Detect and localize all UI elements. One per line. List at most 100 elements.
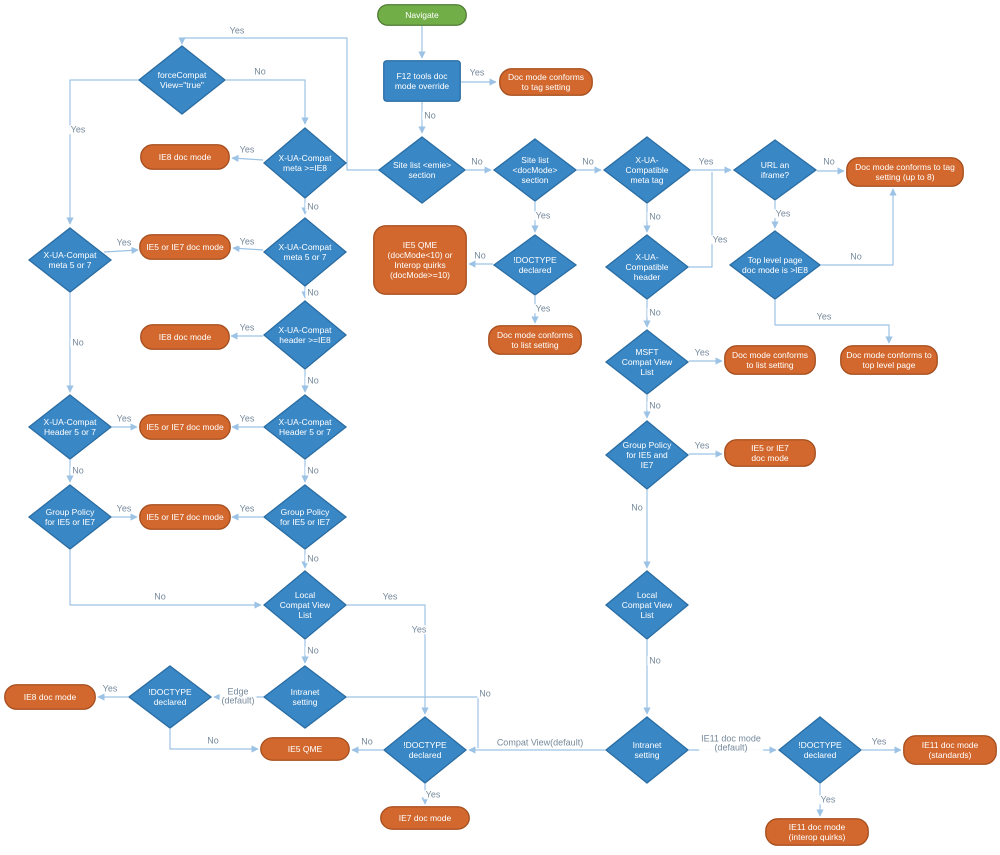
edge-label-d_gpL-t_ie57d: Yes bbox=[114, 503, 134, 514]
node-d_intraR: Intranet setting bbox=[604, 716, 690, 784]
edge-label-d_gpM-d_lcvlM: No bbox=[305, 553, 321, 564]
terminal-shape bbox=[724, 439, 816, 467]
node-t_ie57a: IE5 or IE7 doc mode bbox=[139, 234, 231, 260]
edge-label-d_lcvlR-d_intraR: No bbox=[647, 655, 663, 666]
edge-label-d_dtL-t_qme: No bbox=[205, 735, 221, 746]
edge-label-d_emie-d_docmode: No bbox=[469, 156, 485, 167]
node-d_dt1: !DOCTYPE declared bbox=[492, 234, 578, 296]
edge-label-d_docmode-d_dt1: Yes bbox=[533, 210, 553, 221]
edge-d_xuahdr-d_iframe bbox=[689, 172, 713, 268]
node-t_ie57b: IE5 or IE7 doc mode bbox=[139, 414, 231, 440]
node-d_hdr57L: X-UA-Compat Header 5 or 7 bbox=[27, 394, 113, 460]
node-d_msft: MSFT Compat View List bbox=[604, 329, 690, 395]
decision-shape bbox=[262, 127, 348, 199]
edge-label-d_dtR-t_ie11std: Yes bbox=[869, 736, 889, 747]
terminal-shape bbox=[840, 345, 938, 375]
decision-shape bbox=[604, 570, 690, 640]
edge-label-d_dtR-t_ie11iq: Yes bbox=[818, 794, 838, 805]
edge-label-d_toplvl-t_toplvl: Yes bbox=[814, 311, 834, 322]
terminal-shape bbox=[139, 504, 231, 530]
start-shape bbox=[377, 4, 467, 26]
node-t_ie8b: IE8 doc mode bbox=[140, 324, 230, 350]
node-d_meta8: X-UA-Compat meta >=IE8 bbox=[262, 127, 348, 199]
edge-label-d_metatag-d_iframe: Yes bbox=[696, 156, 716, 167]
edge-label-d_hdr57L-t_ie57b: Yes bbox=[114, 413, 134, 424]
edge-d_meta57M-t_ie57a bbox=[232, 244, 264, 253]
decision-shape bbox=[777, 716, 863, 784]
node-d_meta57M: X-UA-Compat meta 5 or 7 bbox=[262, 217, 348, 287]
decision-shape bbox=[262, 300, 348, 370]
edge-d_gpL-d_lcvlM bbox=[69, 550, 262, 609]
edge-label-d_intraR-d_dtR: IE11 doc mode (default) bbox=[699, 733, 763, 754]
edge-d_meta8-t_ie8a bbox=[231, 154, 264, 163]
decision-shape bbox=[127, 665, 213, 729]
edge-d_force-d_meta57L bbox=[66, 79, 138, 225]
terminal-shape bbox=[724, 345, 816, 375]
terminal-shape bbox=[373, 225, 467, 295]
node-d_meta57L: X-UA-Compat meta 5 or 7 bbox=[27, 227, 113, 293]
edge-label-d_msft-t_list2: Yes bbox=[692, 347, 712, 358]
terminal-shape bbox=[765, 818, 869, 846]
node-t_qmebig: IE5 QME (docMode<10) or Interop quirks (… bbox=[373, 225, 467, 295]
terminal-shape bbox=[488, 325, 582, 355]
edge-label-d_meta8-d_meta57M: No bbox=[305, 201, 321, 212]
edge-d_dtL-t_qme bbox=[169, 729, 259, 753]
terminal-shape bbox=[140, 144, 230, 170]
edge-label-d_hdr8-t_ie8b: Yes bbox=[237, 322, 257, 333]
decision-shape bbox=[262, 570, 348, 640]
node-t_ie57c: IE5 or IE7 doc mode bbox=[724, 439, 816, 467]
node-d_gpL: Group Policy for IE5 or IE7 bbox=[27, 484, 113, 550]
node-t_tag: Doc mode conforms to tag setting bbox=[499, 68, 593, 96]
decision-shape bbox=[728, 230, 822, 300]
node-t_list1: Doc mode conforms to list setting bbox=[488, 325, 582, 355]
decision-shape bbox=[377, 136, 467, 204]
node-t_ie11std: IE11 doc mode (standards) bbox=[903, 735, 997, 765]
edge-label-d_iframe-d_toplvl: Yes bbox=[773, 208, 793, 219]
edge-label-d_emie-d_force: Yes bbox=[227, 25, 247, 36]
edge-label-f12-t_tag: Yes bbox=[467, 67, 487, 78]
edge-label-d_meta57M-d_hdr8: No bbox=[305, 287, 321, 298]
node-t_toplvl: Doc mode conforms to top level page bbox=[840, 345, 938, 375]
terminal-shape bbox=[380, 806, 470, 830]
decision-shape bbox=[262, 217, 348, 287]
decision-shape bbox=[27, 394, 113, 460]
decision-shape bbox=[604, 234, 690, 300]
decision-shape bbox=[604, 329, 690, 395]
node-t_tag8: Doc mode conforms to tag setting (up to … bbox=[846, 157, 964, 187]
edge-label-d_intraR-d_dtM: Compat View(default) bbox=[494, 737, 586, 748]
edge-label-d_xuahdr-d_msft: No bbox=[647, 307, 663, 318]
node-d_dtR: !DOCTYPE declared bbox=[777, 716, 863, 784]
node-t_ie57d: IE5 or IE7 doc mode bbox=[139, 504, 231, 530]
decision-shape bbox=[27, 484, 113, 550]
node-d_hdr57M: X-UA-Compat Header 5 or 7 bbox=[262, 394, 348, 460]
node-d_dtL: !DOCTYPE declared bbox=[127, 665, 213, 729]
edge-label-d_dtM-t_ie7: Yes bbox=[423, 789, 443, 800]
node-t_ie8a: IE8 doc mode bbox=[140, 144, 230, 170]
node-d_lcvlR: Local Compat View List bbox=[604, 570, 690, 640]
decision-shape bbox=[604, 420, 690, 490]
edge-label-d_hdr57M-t_ie57b: Yes bbox=[237, 413, 257, 424]
node-t_qme: IE5 QME bbox=[260, 737, 350, 761]
node-d_intraM: Intranet setting bbox=[262, 665, 348, 729]
edge-label-d_gpR-t_ie57c: Yes bbox=[692, 440, 712, 451]
terminal-shape bbox=[139, 234, 231, 260]
terminal-shape bbox=[260, 737, 350, 761]
terminal-shape bbox=[140, 324, 230, 350]
node-d_dtM: !DOCTYPE declared bbox=[382, 716, 468, 784]
node-d_emie: Site list <emie> section bbox=[377, 136, 467, 204]
edge-label-d_intraM-d_dtL: Edge (default) bbox=[219, 686, 257, 707]
edge-label-d_meta57M-t_ie57a: Yes bbox=[237, 236, 257, 247]
decision-shape bbox=[732, 139, 818, 201]
edge-label-d_lcvlM-d_intraM: No bbox=[305, 645, 321, 656]
decision-shape bbox=[262, 665, 348, 729]
process-shape bbox=[383, 60, 461, 102]
edge-label-d_docmode-d_metatag: No bbox=[580, 156, 596, 167]
edge-label-d_dtM-t_qme: No bbox=[359, 736, 375, 747]
node-t_list2: Doc mode conforms to list setting bbox=[724, 345, 816, 375]
edge-label-d_hdr8-d_hdr57M: No bbox=[305, 375, 321, 386]
node-d_iframe: URL an iframe? bbox=[732, 139, 818, 201]
node-navigate: Navigate bbox=[377, 4, 467, 26]
edge-label-d_hdr57L-d_gpL: No bbox=[70, 465, 86, 476]
